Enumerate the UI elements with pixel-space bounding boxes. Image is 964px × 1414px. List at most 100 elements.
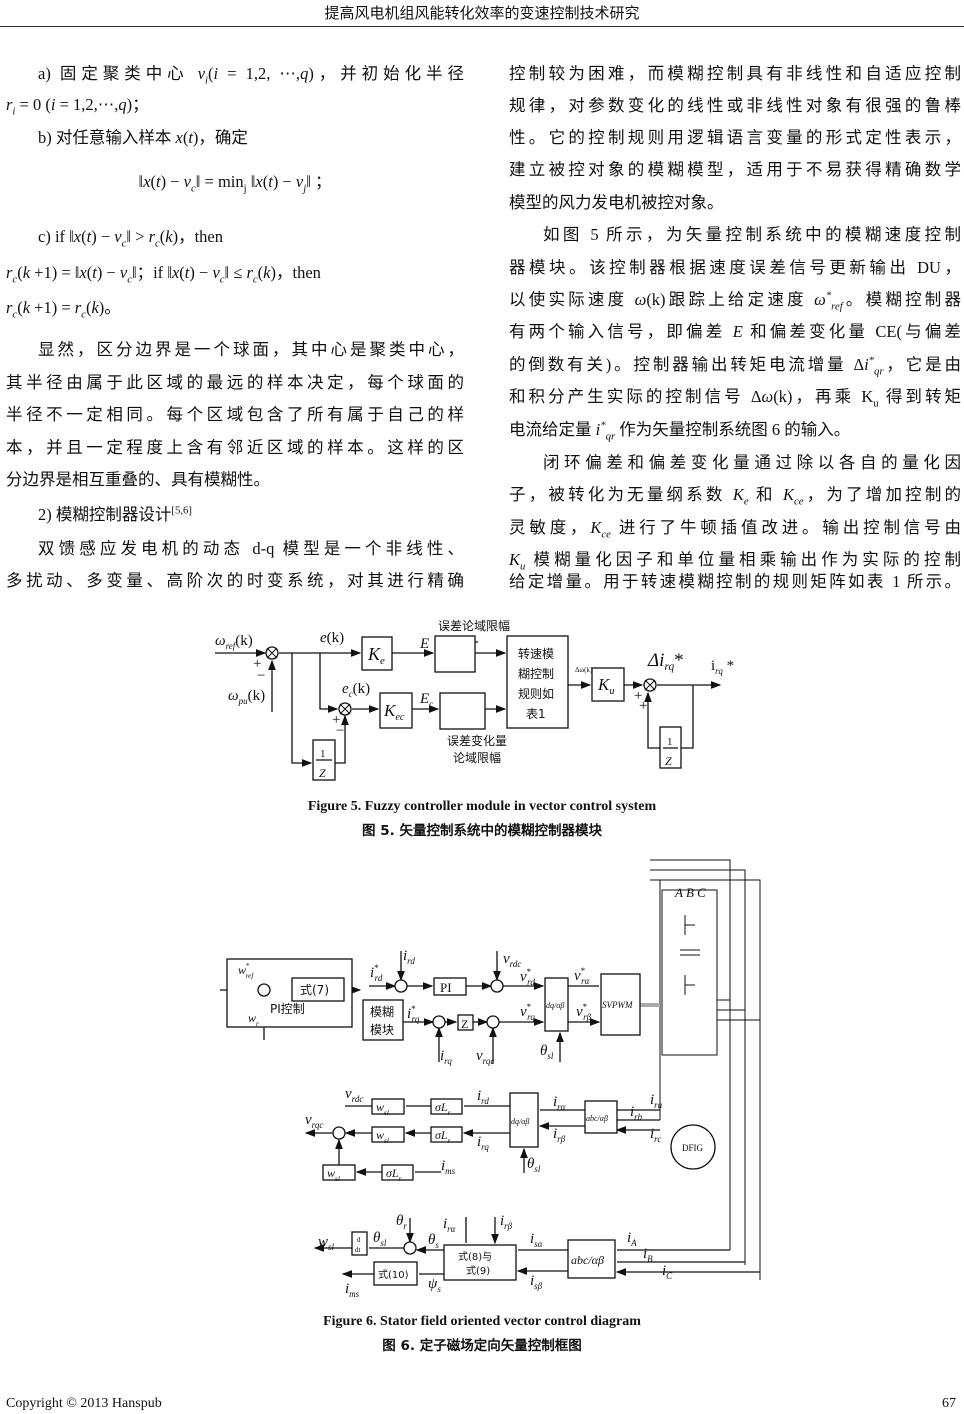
math-symbol: E <box>732 322 743 341</box>
wsl-block <box>371 1098 405 1115</box>
sig: irb <box>630 1104 643 1122</box>
sig: i*rq <box>407 1004 420 1024</box>
sig: irβ <box>553 1126 566 1144</box>
abc-ab-text: abc/αβ <box>586 1114 608 1123</box>
sig: σLr <box>435 1128 451 1145</box>
abc-ab-block <box>567 1239 616 1279</box>
text-line: 如图 5 所示，为矢量控制系统中的模糊速度控制 <box>543 225 961 244</box>
error-change-saturation-block <box>439 692 486 730</box>
sig: iA <box>627 1230 637 1248</box>
minus-sign: − <box>336 723 344 739</box>
z-block <box>457 1014 474 1031</box>
label-w-ref: ωref(k) <box>215 633 253 651</box>
sig: vrdc <box>345 1086 363 1104</box>
label-wref: w*ref <box>238 962 254 980</box>
dq-ab-text: dq/αβ <box>511 1117 529 1126</box>
math-symbol: x <box>73 227 82 246</box>
sig: iC <box>662 1263 673 1281</box>
math-symbol: Kce <box>782 485 804 508</box>
sum-junction <box>338 702 352 716</box>
sig: ims <box>441 1158 456 1176</box>
math-symbol: t <box>92 263 97 282</box>
dt-text: dt <box>355 1246 361 1254</box>
math-symbol: minj <box>217 172 247 195</box>
abc-phase-label: A B C <box>674 885 706 900</box>
svpwm-text: SVPWM <box>602 1000 633 1010</box>
text-line: 子，被转化为无量纲系数 Ke 和 Kce，为了增加控制的 <box>509 485 961 508</box>
kec-block <box>379 692 413 729</box>
sig: v*rq <box>520 1002 535 1022</box>
derivative-block <box>351 1231 368 1256</box>
sum-junction <box>332 1126 346 1140</box>
text-line: 其半径由属于此区域的最远的样本决定，每个球面的 <box>6 373 464 392</box>
text-line: 显然，区分边界是一个球面，其中心是聚类中心， <box>38 340 464 359</box>
sum-junction <box>265 646 279 660</box>
label-E: E <box>419 636 429 652</box>
label-Kec: Kec <box>383 701 405 723</box>
text-line: ri = 0 (i = 1,2,⋯,q)； <box>6 95 149 118</box>
math-symbol: q <box>118 95 127 114</box>
text-line: 规律，对参数变化的线性或非线性对象有很强的鲁棒 <box>509 96 961 115</box>
math-symbol: Ku <box>509 550 526 573</box>
converter-block <box>661 889 718 1056</box>
label-Ec: Ec <box>419 691 433 709</box>
dq-ab-block <box>544 977 569 1032</box>
sigma-lr-block <box>430 1126 463 1143</box>
math-symbol: rc <box>148 227 160 250</box>
sig: v*rα <box>574 966 590 986</box>
copyright: Copyright © 2013 Hanspub <box>6 1396 162 1411</box>
math-symbol: ω*ref <box>814 289 843 313</box>
eq7-text: 式(7) <box>300 983 329 997</box>
unit-delay-block <box>659 726 682 769</box>
math-symbol: vc <box>183 172 196 195</box>
sum-junction <box>394 979 408 993</box>
label-e-k: e(k) <box>320 630 344 646</box>
ke-block <box>361 636 393 671</box>
text-line: 器模块。该控制器根据速度误差信号更新输出 DU， <box>509 258 961 277</box>
label-delta-omega: Δω(k) <box>575 666 593 674</box>
math-symbol: t <box>268 172 273 191</box>
math-symbol: i*qr <box>864 354 884 378</box>
fuzzy-module-block <box>362 999 404 1041</box>
sig: wsl <box>376 1128 389 1145</box>
label-Ke: Ke <box>367 644 385 667</box>
rule-text: 表1 <box>526 707 546 721</box>
math-symbol: ω <box>634 290 647 309</box>
math-symbol: x <box>175 128 183 147</box>
figure-6-caption-en: Figure 6. Stator field oriented vector c… <box>323 1314 641 1329</box>
sigma-lr-block <box>430 1098 463 1115</box>
math-symbol: k <box>165 227 173 246</box>
math-symbol: vi <box>197 64 209 87</box>
eq10-block <box>373 1261 418 1286</box>
running-header: 提高风电机组风能转化效率的变速控制技术研究 <box>324 6 640 22</box>
sum-junction <box>486 1015 500 1029</box>
sum-junction <box>643 678 657 692</box>
math-symbol: rc <box>6 298 18 321</box>
sig: σLr <box>435 1100 451 1117</box>
text-line: 给定增量。用于转速模糊控制的规则矩阵如表 1 所示。 <box>509 572 961 591</box>
label-w-pu: ωpu(k) <box>228 688 265 706</box>
sig: wsl <box>376 1100 389 1117</box>
section-heading: 2) 模糊控制器设计[5,6] <box>38 504 192 524</box>
sig: ψs <box>428 1276 441 1294</box>
sig: irα <box>443 1216 456 1234</box>
text-line: 双馈感应发电机的动态 d-q 模型是一个非线性、 <box>38 539 464 558</box>
sig: ird <box>477 1088 489 1106</box>
delay-den: Z <box>319 766 326 780</box>
math-symbol: ri <box>6 95 16 118</box>
math-symbol: t <box>86 227 92 246</box>
math-symbol: k <box>22 298 31 317</box>
label-ec-k: ec(k) <box>342 681 370 699</box>
ku-block <box>591 667 625 702</box>
math-symbol: i <box>50 95 56 114</box>
figure-5-caption-en: Figure 5. Fuzzy controller module in vec… <box>307 799 657 814</box>
plus-sign: + <box>332 712 340 728</box>
math-symbol: t <box>188 128 193 147</box>
fig6-signal-labels: i*rd ird i*rq irq vrdc vrqc v*rd v*rq v*… <box>305 948 673 1299</box>
sum-junction <box>432 1015 446 1029</box>
sig: θr <box>396 1213 407 1231</box>
math-symbol: x <box>171 263 180 282</box>
math-symbol: q <box>300 64 309 83</box>
text-line: 控制较为困难，而模糊控制具有非线性和自适应控制 <box>509 64 961 83</box>
text-line: 和积分产生实际的控制信号 Δω(k)，再乘 Ku 得到转矩 <box>509 387 962 410</box>
